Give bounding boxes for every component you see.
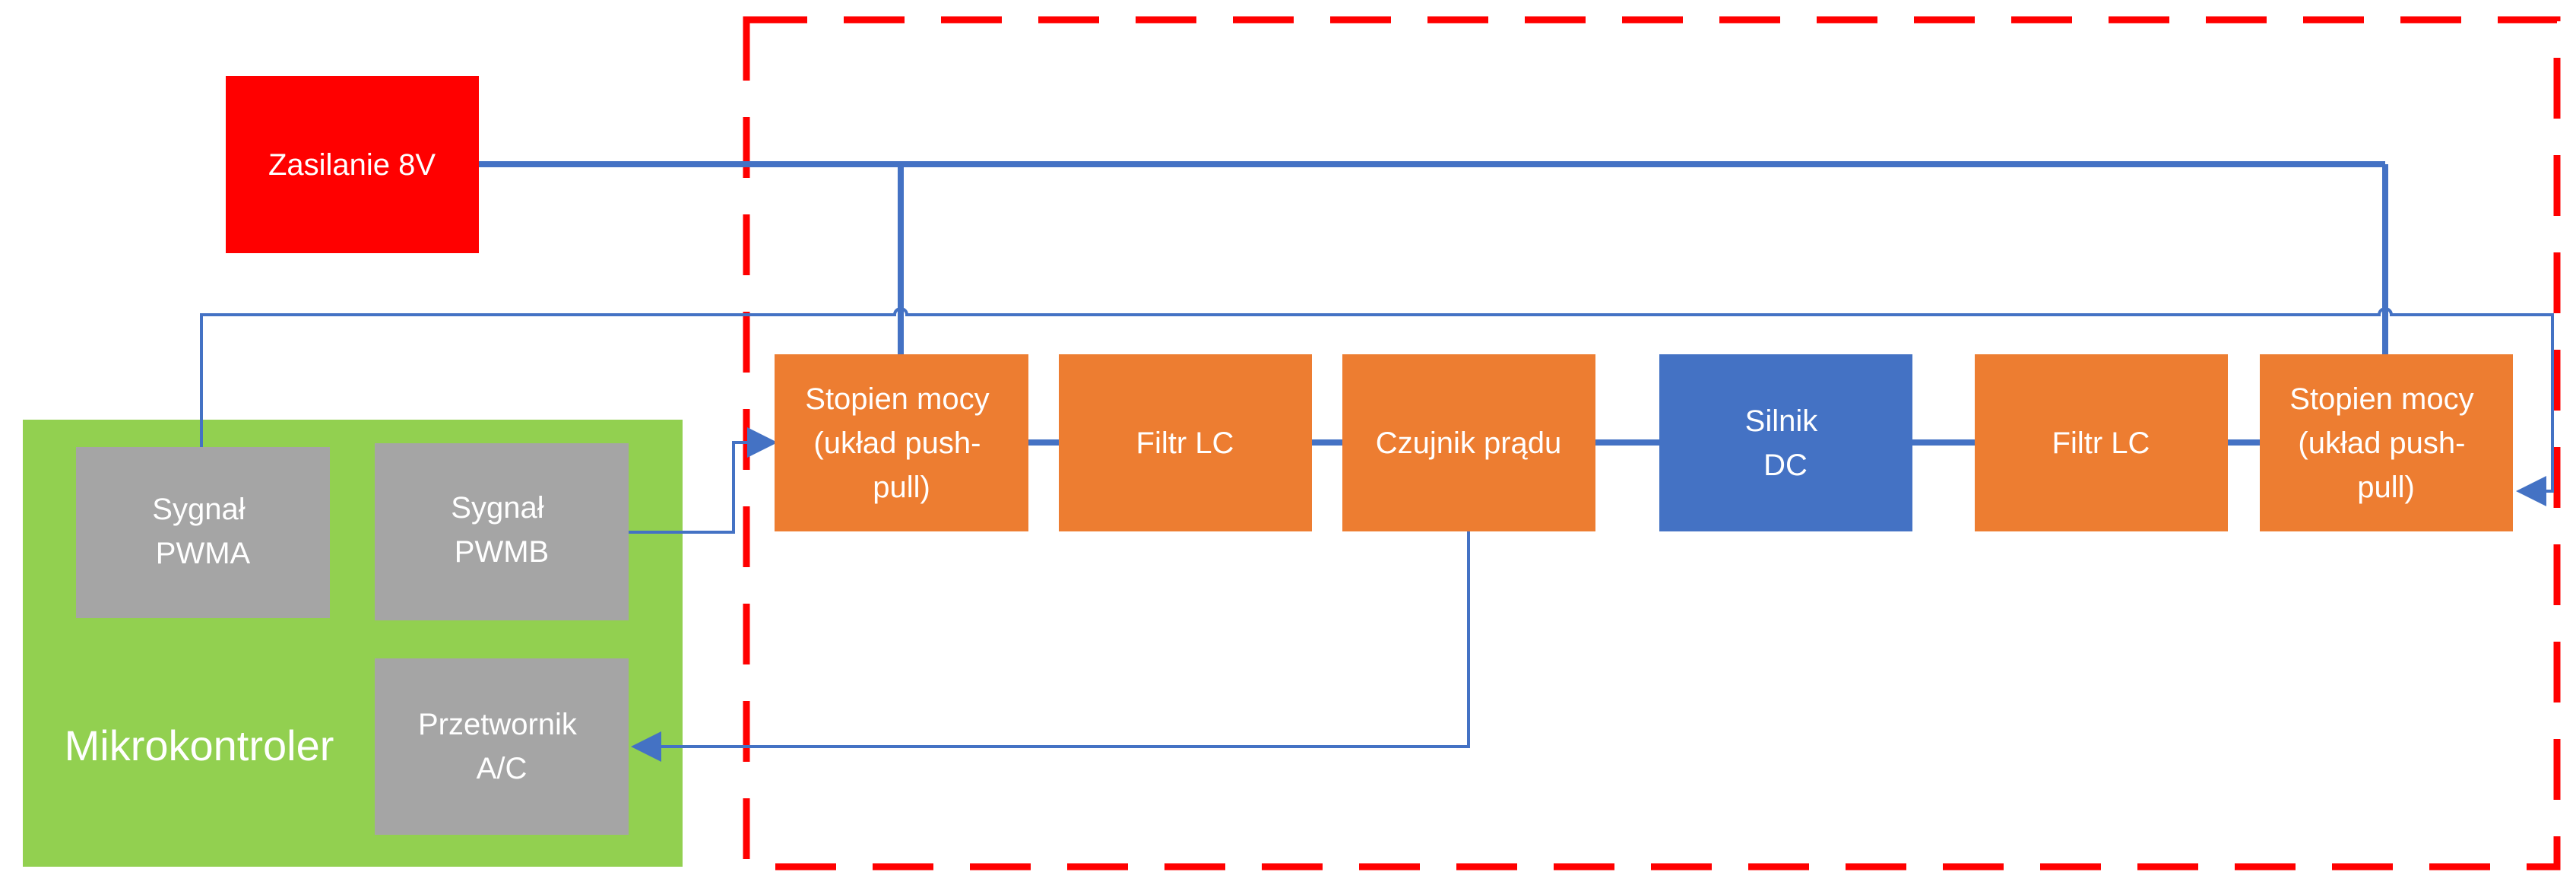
wires bbox=[200, 161, 2554, 762]
pwmb-signal-wire bbox=[628, 427, 778, 534]
power-stage-left-label: Stopien mocy (układ push- pull) bbox=[805, 382, 997, 504]
power-stage-right-label: Stopien mocy (układ push- pull) bbox=[2289, 382, 2482, 504]
lc-filter-right-block bbox=[1975, 354, 2228, 531]
lc-filter-right-label: Filtr LC bbox=[2052, 427, 2150, 460]
current-sensor-block bbox=[1342, 354, 1595, 531]
pwma-block bbox=[76, 447, 330, 618]
current-feedback-wire bbox=[631, 531, 1470, 762]
power-stage-right-block bbox=[2260, 354, 2513, 531]
adc-block bbox=[375, 658, 629, 835]
dc-motor-block bbox=[1659, 354, 1912, 531]
dc-motor-label: Silnik DC bbox=[1745, 404, 1827, 482]
power-stage-left-block bbox=[775, 354, 1028, 531]
pwma-label: Sygnał PWMA bbox=[152, 493, 253, 570]
pwmb-label: Sygnał PWMB bbox=[451, 491, 552, 569]
pwmb-block bbox=[375, 443, 629, 620]
microcontroller-label: Mikrokontroler bbox=[65, 722, 334, 769]
current-sensor-label: Czujnik prądu bbox=[1376, 427, 1562, 460]
lc-filter-left-block bbox=[1059, 354, 1312, 531]
power-supply-block bbox=[226, 76, 479, 253]
lc-filter-left-label: Filtr LC bbox=[1136, 427, 1234, 460]
adc-label: Przetwornik A/C bbox=[418, 708, 585, 785]
pwma-signal-wire bbox=[200, 307, 2554, 506]
power-supply-label: Zasilanie 8V bbox=[268, 148, 436, 182]
